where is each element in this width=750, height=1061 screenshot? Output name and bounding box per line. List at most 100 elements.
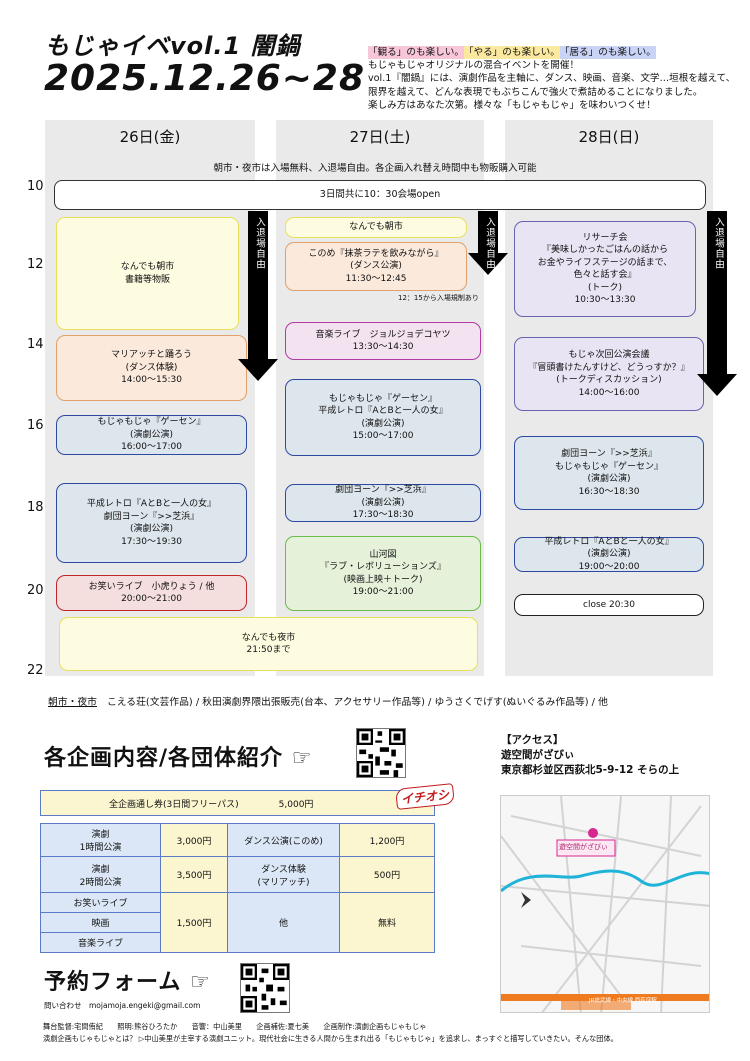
event-text: 平成レトロ『AとBと一人の女』 (544, 536, 674, 547)
event-fri-mariachi: マリアッチと踊ろう (ダンス体験) 14:00〜15:30 (56, 335, 247, 401)
event-text: 13:30〜14:30 (352, 342, 414, 352)
event-text: このめ『抹茶ラテを飲みながら』 (308, 248, 444, 259)
event-night-market: なんでも夜市 21:50まで (59, 617, 478, 671)
event-sun-close: close 20:30 (514, 594, 704, 616)
free-entry-arrow-sun: 入退場自由 (697, 211, 737, 396)
event-text: 劇団ヨーン『>>芝浜』 (335, 485, 431, 496)
event-text: なんでも朝市 (349, 222, 403, 233)
day-label-fri: 26日(金) (119, 128, 181, 146)
event-text: 音楽ライブ ジョルジョデコヤツ (315, 329, 451, 340)
event-text: (ダンス体験) (125, 362, 178, 373)
event-sun-shibahama-gesen: 劇団ヨーン『>>芝浜』 もじゃもじゃ『ゲーセン』 (演劇公演) 16:30〜18… (514, 436, 704, 510)
event-text: 11:30〜12:45 (345, 273, 407, 284)
event-fri-morning-market: なんでも朝市 書籍等物販 (56, 217, 239, 330)
intro-block: 「観る」のも楽しい。「やる」のも楽しい。「居る」のも楽しい。 もじゃもじゃオリジ… (368, 46, 738, 112)
price-category: 音楽ライブ (40, 932, 161, 953)
event-sat-konome: このめ『抹茶ラテを飲みながら』 (ダンス公演) 11:30〜12:45 (285, 242, 467, 291)
event-text: 『美味しかったごはんの話から (541, 245, 668, 255)
price-value: 無料 (339, 892, 435, 953)
event-dates: 2025.12.26~28 (44, 58, 366, 99)
event-text: (映画上映＋トーク) (343, 574, 423, 585)
price-category: 映画 (40, 912, 161, 933)
price-category: ダンス公演(このめ) (227, 823, 340, 857)
time-label: 14 (27, 337, 44, 352)
table-row: お笑いライブ 1,500円 他 無料 (40, 892, 435, 953)
day-label-sun: 28日(日) (578, 128, 640, 146)
event-text: (演劇公演) (361, 418, 405, 429)
event-sat-morning-market: なんでも朝市 (285, 217, 467, 238)
time-label: 20 (27, 583, 44, 598)
event-text: 10:30〜13:30 (574, 295, 636, 305)
event-fri-comedy: お笑いライブ 小虎りょう / 他 20:00〜21:00 (56, 575, 247, 611)
open-time-bar: 3日間共に10：30会場open (54, 180, 706, 210)
price-category: 他 (227, 892, 340, 953)
access-map: 遊空間がざびぃ JR総武線・中央線 西荻窪駅 (500, 795, 710, 1013)
recommended-badge: イチオシ (395, 783, 455, 810)
price-value: 1,500円 (160, 892, 228, 953)
qr-code-icon[interactable] (356, 728, 406, 778)
qr-code-icon[interactable] (240, 963, 290, 1013)
event-text: close 20:30 (583, 599, 635, 610)
event-text: 19:00〜20:00 (578, 561, 640, 572)
event-text: もじゃもじゃ『ゲーセン』 (328, 393, 437, 404)
event-sun-research: リサーチ会 『美味しかったごはんの話から お金やライフステージの話まで、 色々と… (514, 221, 696, 317)
price-category: ダンス体験 (マリアッチ) (227, 856, 340, 893)
intro-line: 楽しみ方はあなた次第。様々な「もじゃもじゃ」を味わいつくせ！ (368, 99, 656, 111)
tagline-stay: 「居る」のも楽しい。 (559, 46, 656, 60)
event-title: もじゃイベvol.1 闇鍋 (45, 32, 301, 60)
price-category: 演劇 1時間公演 (40, 823, 161, 857)
event-text: 19:00〜21:00 (352, 587, 414, 597)
entry-restriction-note: 12：15から入場規制あり (398, 294, 479, 302)
event-text: お金やライフステージの話まで、 (537, 257, 673, 268)
event-text: もじゃ次回公演会議 (568, 350, 650, 360)
time-label: 22 (27, 663, 44, 678)
free-entry-arrow-fri: 入退場自由 (238, 211, 278, 381)
time-label: 12 (27, 257, 44, 272)
price-value: 500円 (339, 856, 435, 893)
price-value: 3,500円 (160, 856, 228, 893)
price-value: 3,000円 (160, 823, 228, 857)
tagline-do: 「やる」のも楽しい。 (463, 46, 560, 60)
event-text: (演劇公演) (587, 474, 631, 484)
event-text: なんでも夜市 (241, 632, 296, 643)
event-text: 16:30〜18:30 (578, 486, 640, 497)
event-text: 16:00〜17:00 (121, 442, 182, 453)
time-label: 16 (27, 418, 44, 433)
intro-line: vol.1『闇鍋』には、演劇作品を主軸に、ダンス、映画、音楽、文学…垣根を越えて… (368, 73, 736, 85)
price-category: 演劇 2時間公演 (40, 856, 161, 893)
access-block: 【アクセス】 遊空間がざびぃ 東京都杉並区西荻北5-9-12 そらの上 (501, 733, 679, 778)
event-text: (トークディスカッション) (556, 375, 662, 385)
event-text: (トーク) (587, 282, 623, 293)
map-station-label: JR総武線・中央線 西荻窪駅 (589, 998, 657, 1004)
event-text: 17:30〜19:30 (121, 536, 182, 547)
credits-line: 舞台監督:宅間侑紀 照明:熊谷ひろたか 音響：中山美里 企画補佐:夏七美 企画制… (43, 1022, 427, 1031)
event-fri-gesen: もじゃもじゃ『ゲーセン』 (演劇公演) 16:00〜17:00 (56, 415, 247, 455)
event-sat-music-live: 音楽ライブ ジョルジョデコヤツ 13:30〜14:30 (285, 322, 481, 360)
price-category: お笑いライブ (40, 892, 161, 913)
event-text: (ダンス公演) (350, 261, 402, 272)
event-text: (演劇公演) (361, 497, 405, 508)
event-text: 書籍等物販 (124, 274, 170, 285)
table-row: 演劇 2時間公演 3,500円 ダンス体験 (マリアッチ) 500円 (40, 856, 435, 893)
intro-line: 限界を越えて、どんな表現でもぶちこんで強火で煮詰めることになりました。 (368, 86, 703, 98)
event-text: お笑いライブ 小虎りょう / 他 (88, 581, 215, 592)
contact-email: 問い合わせ mojamoja.engeki@gmail.com (44, 1001, 201, 1010)
arrow-label: 入退場自由 (254, 217, 265, 270)
north-arrow-icon (521, 892, 531, 908)
vendors-text: こえる荘(文芸作品) / 秋田演劇界隈出張販売(台本、アクセサリー作品等) / … (106, 697, 608, 708)
event-text: 『ラブ・レボリューションズ』 (320, 562, 446, 572)
free-pass-row: 全企画通し券(3日間フリーパス) 5,000円 (40, 790, 435, 816)
event-text: (演劇公演) (129, 429, 174, 440)
event-text: 17:30〜18:30 (352, 510, 414, 521)
event-sun-heisei-retro: 平成レトロ『AとBと一人の女』 (演劇公演) 19:00〜20:00 (514, 537, 704, 572)
table-row: 演劇 1時間公演 3,000円 ダンス公演(このめ) 1,200円 (40, 823, 435, 857)
event-text: 平成レトロ『AとBと一人の女』 (86, 499, 217, 509)
event-text: (演劇公演) (587, 549, 631, 560)
event-text: 劇団ヨーン『>>芝浜』 (103, 511, 200, 522)
event-text: 15:00〜17:00 (352, 431, 414, 441)
arrow-label: 入退場自由 (713, 217, 724, 270)
free-pass-label: 全企画通し券(3日間フリーパス) (109, 799, 239, 810)
event-sat-shibahama: 劇団ヨーン『>>芝浜』 (演劇公演) 17:30〜18:30 (285, 484, 481, 522)
vendors-line: 朝市・夜市こえる荘(文芸作品) / 秋田演劇界隈出張販売(台本、アクセサリー作品… (48, 694, 608, 708)
price-value: 1,200円 (339, 823, 435, 857)
